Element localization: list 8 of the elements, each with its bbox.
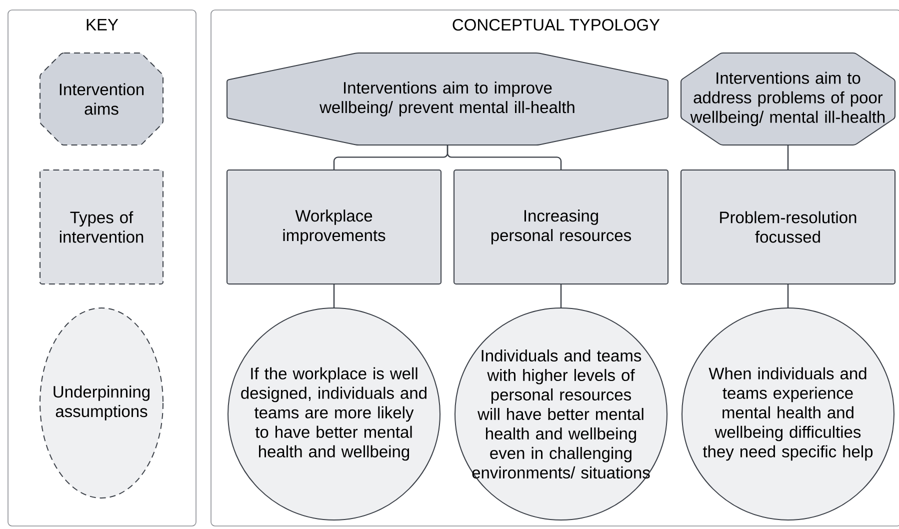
- rounded-box: Problem-resolution focussed: [680, 170, 896, 284]
- connector-line: [333, 284, 335, 308]
- rounded-box: Workplace improvements: [226, 170, 442, 284]
- connector-line: [787, 145, 789, 170]
- connector-line: [787, 284, 789, 308]
- rounded-box: Increasing personal resources: [454, 170, 668, 284]
- rounded-box: Types of intervention: [40, 170, 164, 284]
- connector-line: [560, 284, 562, 308]
